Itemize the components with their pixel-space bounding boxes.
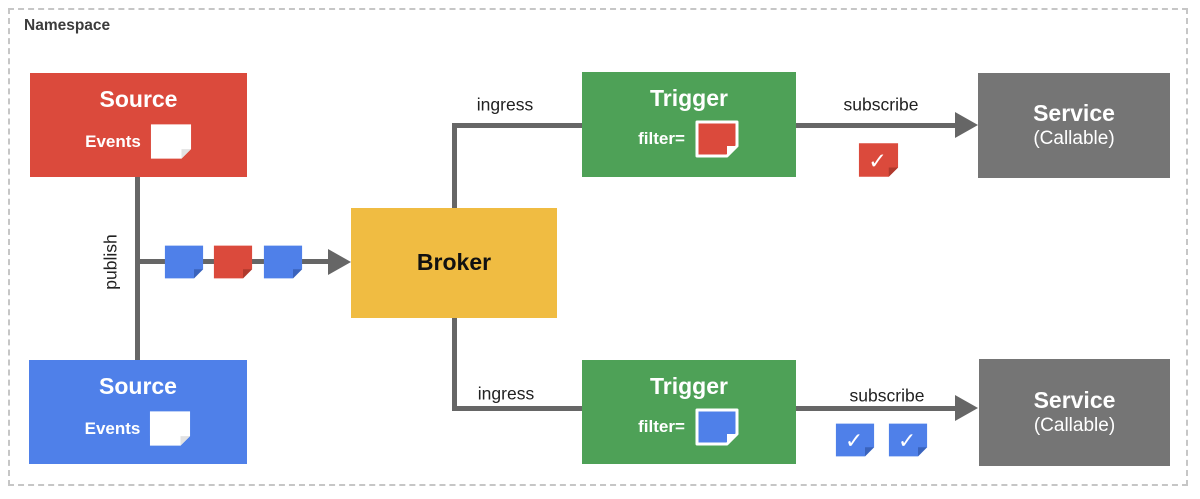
trigger-bottom-node: Trigger filter= bbox=[582, 360, 796, 464]
filter-note-red-icon bbox=[694, 119, 740, 159]
filter-note-blue-icon bbox=[694, 407, 740, 447]
broker-title: Broker bbox=[416, 249, 492, 276]
publish-arrowhead-icon bbox=[328, 249, 351, 275]
service-subtitle: (Callable) bbox=[1033, 415, 1116, 437]
source-title: Source bbox=[99, 373, 177, 399]
events-label: Events bbox=[84, 418, 141, 438]
subscribe-bottom-arrowhead-icon bbox=[955, 395, 978, 421]
subscribe-top-arrowhead-icon bbox=[955, 112, 978, 138]
check-icon: ✓ bbox=[898, 428, 916, 453]
subscribe-top-edge-hline bbox=[795, 123, 955, 128]
events-label: Events bbox=[85, 131, 141, 151]
event-note-red-icon bbox=[213, 244, 253, 280]
check-icon: ✓ bbox=[868, 148, 887, 173]
publish-edge-vline bbox=[135, 177, 140, 360]
namespace-label: Namespace bbox=[24, 17, 111, 34]
trigger-title: Trigger bbox=[650, 373, 728, 399]
ingress-top-edge-vline bbox=[452, 123, 457, 209]
ingress-bottom-edge-hline bbox=[452, 406, 583, 411]
source-bottom-node: Source Events bbox=[29, 360, 247, 464]
service-bottom-node: Service (Callable) bbox=[979, 359, 1170, 466]
subscribe-bottom-edge-label: subscribe bbox=[849, 385, 925, 406]
ingress-bottom-edge-vline bbox=[452, 318, 457, 411]
source-title: Source bbox=[99, 86, 178, 112]
publish-edge-label: publish bbox=[100, 234, 121, 290]
ingress-top-edge-label: ingress bbox=[476, 94, 534, 115]
filter-label: filter= bbox=[638, 129, 685, 149]
service-subtitle: (Callable) bbox=[1033, 128, 1115, 150]
source-top-node: Source Events bbox=[30, 73, 247, 177]
ingress-bottom-edge-label: ingress bbox=[477, 383, 535, 404]
checked-event-note-blue-icon: ✓ bbox=[888, 422, 928, 458]
filter-label: filter= bbox=[638, 417, 685, 437]
event-note-white-icon bbox=[149, 410, 191, 447]
trigger-top-node: Trigger filter= bbox=[582, 72, 796, 177]
service-title: Service bbox=[1033, 99, 1115, 126]
service-title: Service bbox=[1033, 386, 1116, 413]
checked-event-note-red-icon: ✓ bbox=[858, 142, 899, 178]
trigger-title: Trigger bbox=[650, 85, 728, 111]
check-icon: ✓ bbox=[845, 428, 863, 453]
broker-node: Broker bbox=[351, 208, 557, 318]
event-note-blue-icon bbox=[263, 244, 303, 280]
subscribe-bottom-edge-hline bbox=[795, 406, 955, 411]
event-note-white-icon bbox=[150, 123, 192, 160]
subscribe-top-edge-label: subscribe bbox=[843, 94, 919, 115]
event-note-blue-icon bbox=[164, 244, 204, 280]
service-top-node: Service (Callable) bbox=[978, 73, 1170, 178]
ingress-top-edge-hline bbox=[452, 123, 583, 128]
checked-event-note-blue-icon: ✓ bbox=[835, 422, 875, 458]
